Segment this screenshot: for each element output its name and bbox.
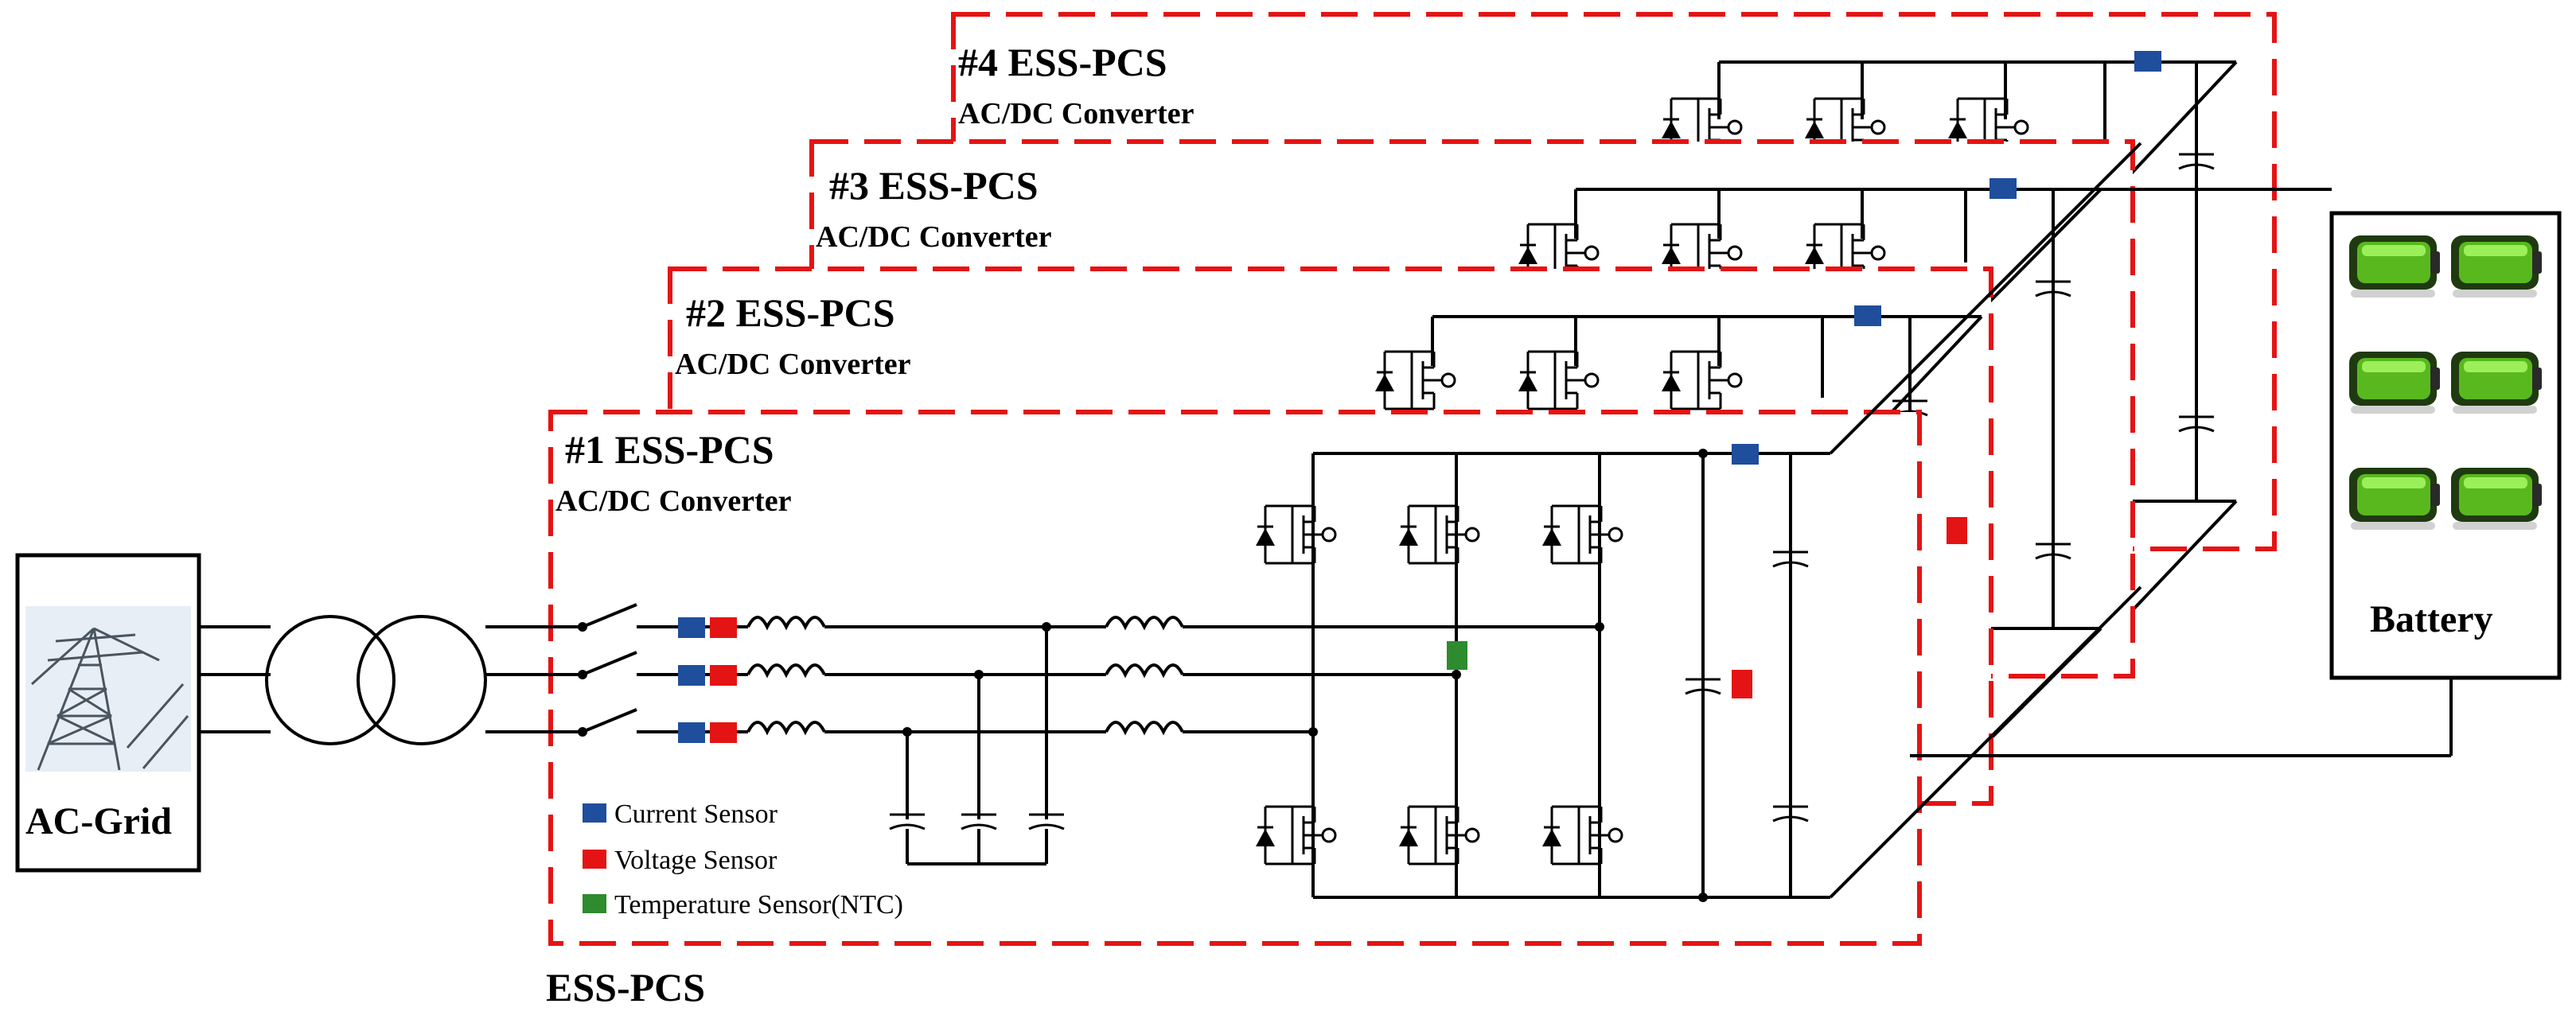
battery-label: Battery [2370,598,2493,640]
phase-c-voltage-sensor [710,722,737,743]
legend-temperature-label: Temperature Sensor(NTC) [614,890,903,920]
ac-grid: AC-Grid [15,553,201,873]
phase-lines [485,603,1600,743]
pcs-4-title: #4 ESS-PCS [958,40,1167,84]
dc-current-sensor [1732,444,1759,465]
transmission-tower-icon [30,627,189,771]
phase-a-current-sensor [678,617,705,638]
footer-caption: ESS-PCS [546,965,705,1009]
dc-voltage-sensor [1732,670,1752,698]
filter-capacitors [888,622,1066,865]
ac-grid-label: AC-Grid [25,800,172,842]
transformer [265,615,487,745]
grid-feeders [199,625,271,733]
pcs-2-current-sensor [1854,305,1881,326]
breaker-switches [578,603,637,737]
legend: Current Sensor Voltage Sensor Temperatur… [583,799,903,920]
pcs-3-current-sensor [1989,178,2017,199]
pcs-1-title: #1 ESS-PCS [565,427,774,472]
dc-link [1684,142,2142,902]
phase-c-current-sensor [678,722,705,743]
pcs-1-subtitle: AC/DC Converter [555,484,792,518]
legend-current-label: Current Sensor [614,799,778,829]
battery: Battery [2329,211,2562,680]
legend-current-swatch [583,803,606,823]
pcs-3-title: #3 ESS-PCS [829,163,1039,208]
pcs-2-title: #2 ESS-PCS [686,290,895,335]
pcs-1-panel: #1 ESS-PCS AC/DC Converter [548,410,1922,946]
pcs-4-current-sensor [2134,51,2161,72]
legend-voltage-swatch [583,850,606,869]
phase-b-current-sensor [678,665,705,686]
phase-a-voltage-sensor [710,617,737,638]
pcs-2-voltage-sensor [1947,517,1967,544]
battery-wiring [1910,188,2453,757]
pcs-3-subtitle: AC/DC Converter [816,220,1052,254]
legend-temperature-swatch [583,894,606,913]
legend-voltage-label: Voltage Sensor [614,846,777,875]
pcs-2-subtitle: AC/DC Converter [675,348,911,381]
ntc-temperature-sensor [1447,641,1467,670]
pcs-4-subtitle: AC/DC Converter [958,97,1194,130]
phase-b-voltage-sensor [710,665,737,686]
